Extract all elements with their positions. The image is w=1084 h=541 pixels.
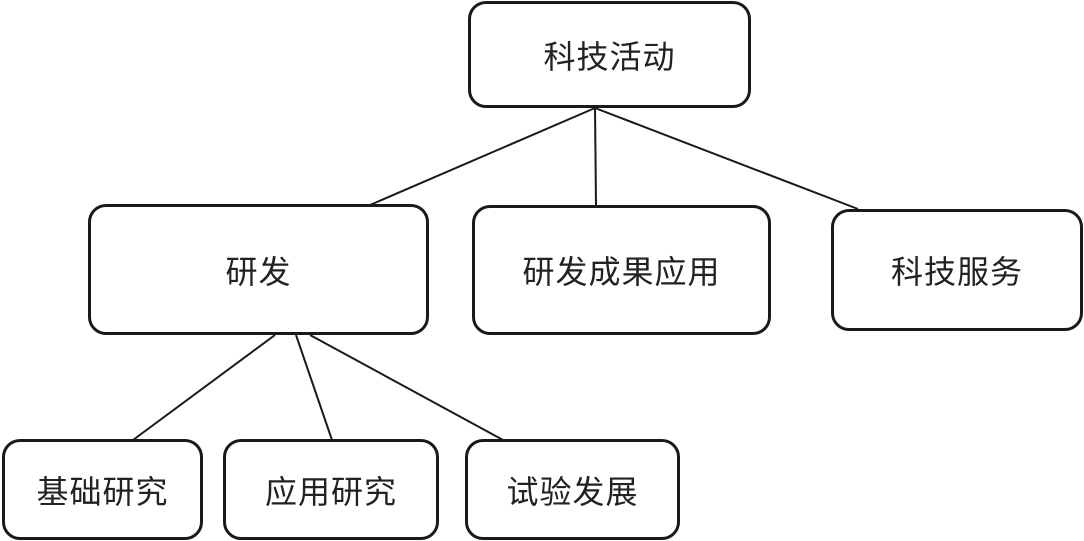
node-rnd-label: 研发 xyxy=(225,252,292,291)
node-root-label: 科技活动 xyxy=(543,37,676,76)
node-rnd-application-label: 研发成果应用 xyxy=(522,253,721,291)
node-basic-research-label: 基础研究 xyxy=(36,472,169,511)
edge-rnd-to-experimental xyxy=(309,334,504,441)
edge-rnd-to-applied xyxy=(295,334,333,441)
node-basic-research: 基础研究 xyxy=(2,439,203,540)
edge-root-to-application xyxy=(594,107,597,206)
node-experimental-development-label: 试验发展 xyxy=(506,472,639,511)
node-experimental-development: 试验发展 xyxy=(465,439,680,540)
node-tech-services-label: 科技服务 xyxy=(890,253,1023,291)
node-applied-research: 应用研究 xyxy=(223,439,439,540)
node-root: 科技活动 xyxy=(468,1,751,108)
node-rnd-application: 研发成果应用 xyxy=(472,205,771,335)
edge-rnd-to-basic xyxy=(132,334,276,441)
edge-root-to-rnd xyxy=(369,107,596,206)
node-applied-research-label: 应用研究 xyxy=(264,472,397,511)
node-rnd: 研发 xyxy=(88,204,429,335)
node-tech-services: 科技服务 xyxy=(831,209,1083,331)
edge-root-to-services xyxy=(594,107,859,210)
